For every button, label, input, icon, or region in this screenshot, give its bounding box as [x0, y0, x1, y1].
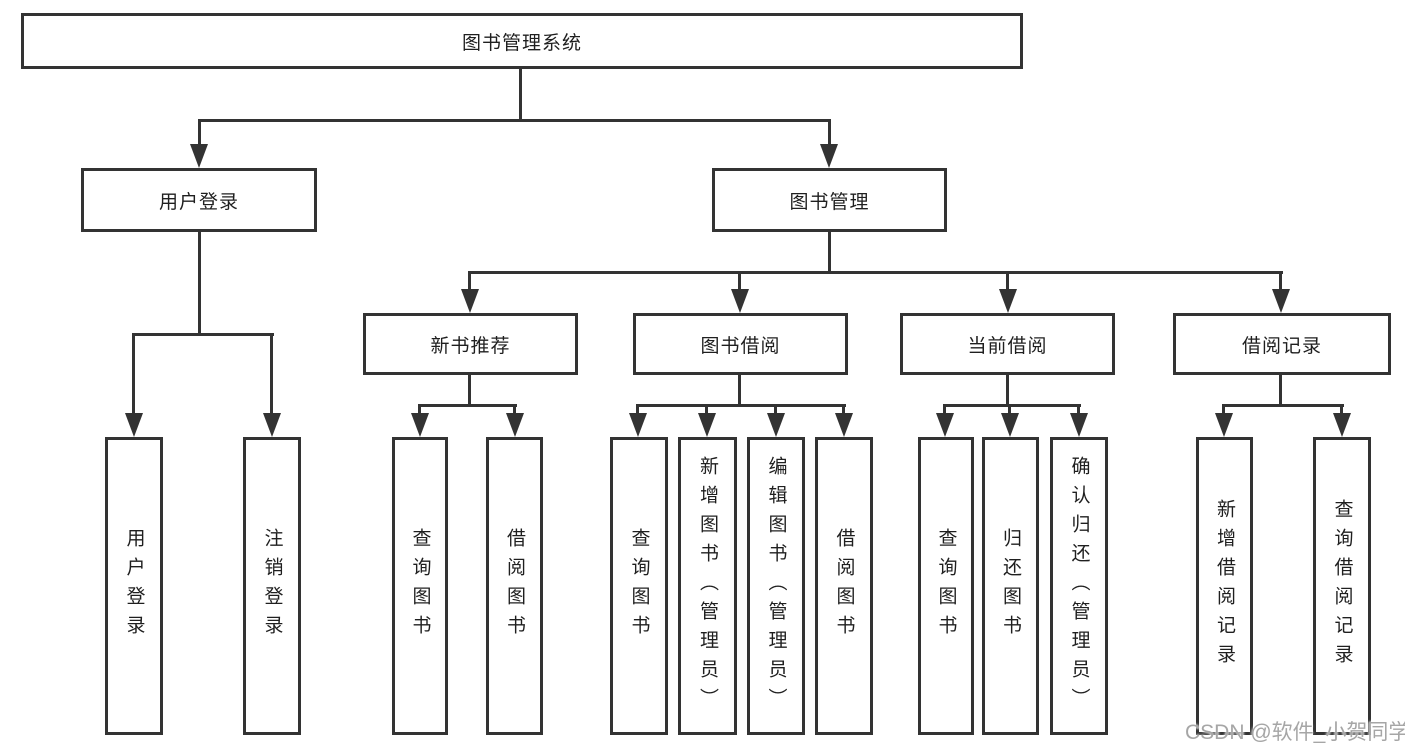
leaf-newbook-borrow-books: 借阅图书 — [486, 437, 543, 735]
connector-drop — [842, 404, 845, 415]
connector-drop — [1008, 404, 1011, 415]
arrow-down-icon — [125, 413, 143, 437]
leaf-newbook-query-books: 查询图书 — [392, 437, 448, 735]
connector-drop — [1222, 404, 1225, 415]
connector-borrow-rail — [636, 404, 846, 407]
leaf-borrow-query-books-label: 查询图书 — [628, 528, 650, 644]
arrow-down-icon — [698, 413, 716, 437]
connector-current-rail — [943, 404, 1081, 407]
connector-borrow-stem — [738, 375, 741, 407]
connector-record-stem — [1279, 375, 1282, 407]
leaf-record-query-borrow-record: 查询借阅记录 — [1313, 437, 1371, 735]
arrow-down-icon — [731, 289, 749, 313]
node-current-borrow-label: 当前借阅 — [967, 335, 1048, 357]
node-book-management: 图书管理 — [712, 168, 947, 232]
leaf-record-query-borrow-record-label: 查询借阅记录 — [1331, 499, 1353, 673]
connector-drop — [418, 404, 421, 415]
connector-mgmt-stem — [828, 232, 831, 274]
connector-drop-leaf-logout — [270, 333, 273, 415]
leaf-logout-label: 注销登录 — [261, 528, 283, 644]
connector-drop-user-login — [198, 119, 201, 146]
leaf-borrow-edit-books-admin-label: 编辑图书（管理员） — [765, 455, 787, 717]
connector-drop-new-book — [468, 271, 471, 293]
leaf-record-add-borrow-record-label: 新增借阅记录 — [1214, 499, 1235, 673]
leaf-current-confirm-return-admin-label: 确认归还（管理员） — [1068, 455, 1090, 717]
arrow-down-icon — [936, 413, 954, 437]
connector-current-stem — [1006, 375, 1009, 407]
connector-newbook-rail — [418, 404, 517, 407]
connector-mgmt-rail — [468, 271, 1283, 274]
connector-root-stem — [519, 69, 522, 122]
arrow-down-icon — [411, 413, 429, 437]
connector-drop — [705, 404, 708, 415]
leaf-current-return-books-label: 归还图书 — [1000, 528, 1021, 644]
node-borrow-record-label: 借阅记录 — [1241, 335, 1322, 357]
arrow-down-icon — [629, 413, 647, 437]
leaf-borrow-query-books: 查询图书 — [610, 437, 668, 735]
node-current-borrow: 当前借阅 — [900, 313, 1115, 375]
leaf-user-login-label: 用户登录 — [123, 528, 145, 644]
arrow-down-icon — [767, 413, 785, 437]
connector-drop-borrow-record — [1279, 271, 1282, 293]
arrow-down-icon — [1215, 413, 1233, 437]
leaf-current-query-books: 查询图书 — [918, 437, 974, 735]
arrow-down-icon — [1333, 413, 1351, 437]
arrow-down-icon — [461, 289, 479, 313]
leaf-user-login: 用户登录 — [105, 437, 163, 735]
leaf-borrow-borrow-books: 借阅图书 — [815, 437, 873, 735]
connector-root-rail — [198, 119, 831, 122]
leaf-current-query-books-label: 查询图书 — [935, 528, 957, 644]
leaf-borrow-add-books-admin-label: 新增图书（管理员） — [697, 455, 718, 717]
leaf-current-return-books: 归还图书 — [982, 437, 1039, 735]
node-root-label: 图书管理系统 — [461, 32, 582, 54]
leaf-record-add-borrow-record: 新增借阅记录 — [1196, 437, 1253, 735]
connector-drop-book-borrow — [738, 271, 741, 293]
arrow-down-icon — [820, 144, 838, 168]
csdn-watermark: CSDN @软件_小贺同学 — [1185, 721, 1405, 744]
arrow-down-icon — [1001, 413, 1019, 437]
connector-drop — [774, 404, 777, 415]
node-book-borrow: 图书借阅 — [633, 313, 848, 375]
connector-record-rail — [1222, 404, 1344, 407]
connector-drop — [943, 404, 946, 415]
connector-newbook-stem — [468, 375, 471, 407]
leaf-newbook-borrow-books-label: 借阅图书 — [504, 528, 525, 644]
leaf-newbook-query-books-label: 查询图书 — [409, 528, 431, 644]
node-new-book-recommend-label: 新书推荐 — [430, 335, 511, 357]
arrow-down-icon — [190, 144, 208, 168]
node-book-management-label: 图书管理 — [789, 191, 870, 213]
connector-drop — [513, 404, 516, 415]
node-user-login-label: 用户登录 — [158, 191, 239, 213]
connector-drop-current-borrow — [1006, 271, 1009, 293]
leaf-logout: 注销登录 — [243, 437, 301, 735]
node-book-borrow-label: 图书借阅 — [700, 335, 781, 357]
node-borrow-record: 借阅记录 — [1173, 313, 1391, 375]
leaf-borrow-edit-books-admin: 编辑图书（管理员） — [747, 437, 805, 735]
arrow-down-icon — [263, 413, 281, 437]
connector-drop-leaf-user-login — [132, 333, 135, 415]
connector-login-stem — [198, 232, 201, 335]
node-root-library-system: 图书管理系统 — [21, 13, 1023, 69]
connector-drop — [636, 404, 639, 415]
arrow-down-icon — [506, 413, 524, 437]
connector-login-rail — [132, 333, 274, 336]
node-user-login: 用户登录 — [81, 168, 317, 232]
leaf-borrow-add-books-admin: 新增图书（管理员） — [678, 437, 737, 735]
leaf-borrow-borrow-books-label: 借阅图书 — [833, 528, 855, 644]
connector-drop — [1077, 404, 1080, 415]
connector-drop-book-management — [828, 119, 831, 146]
arrow-down-icon — [1272, 289, 1290, 313]
connector-drop — [1340, 404, 1343, 415]
arrow-down-icon — [835, 413, 853, 437]
leaf-current-confirm-return-admin: 确认归还（管理员） — [1050, 437, 1108, 735]
arrow-down-icon — [1070, 413, 1088, 437]
arrow-down-icon — [999, 289, 1017, 313]
node-new-book-recommend: 新书推荐 — [363, 313, 578, 375]
